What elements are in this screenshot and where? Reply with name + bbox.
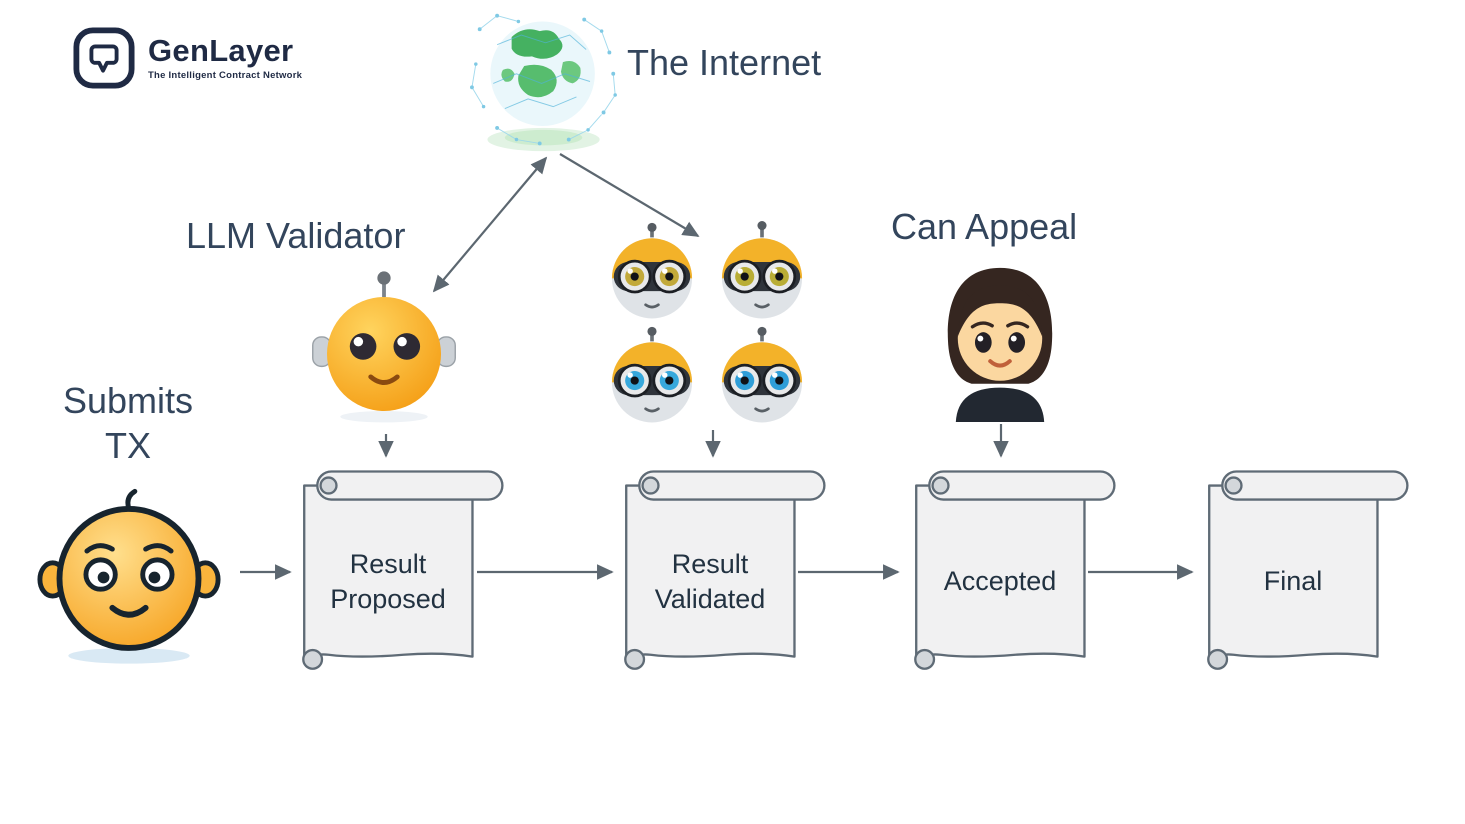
submitter-user-icon bbox=[36, 486, 222, 668]
stage-label-line1: Accepted bbox=[943, 566, 1057, 597]
stage-label: Accepted bbox=[905, 502, 1095, 662]
stage-label-line1: Final bbox=[1263, 566, 1323, 597]
stage-label-line1: Result bbox=[349, 548, 427, 579]
validator-bot-icon-4 bbox=[721, 326, 803, 423]
genlayer-logo-tagline: The Intelligent Contract Network bbox=[148, 70, 303, 81]
validator-bots-group bbox=[597, 220, 822, 432]
stage-final: Final bbox=[1198, 462, 1413, 682]
label-submits-tx-line2: TX bbox=[104, 425, 151, 466]
label-the-internet: The Internet bbox=[627, 42, 822, 83]
stage-label-line2: Validated bbox=[654, 584, 766, 614]
stage-label: Result Proposed bbox=[293, 502, 483, 662]
llm-validator-robot-icon bbox=[308, 264, 460, 426]
validator-bot-icon-3 bbox=[611, 326, 693, 423]
label-submits-tx: Submits TX bbox=[18, 378, 238, 468]
genlayer-logo: GenLayer The Intelligent Contract Networ… bbox=[73, 27, 302, 89]
appeal-user-icon bbox=[926, 260, 1074, 422]
genlayer-logo-textblock: GenLayer The Intelligent Contract Networ… bbox=[148, 35, 302, 81]
stage-label-line2: Proposed bbox=[330, 584, 446, 614]
stage-label: Result Validated bbox=[615, 502, 805, 662]
internet-globe-icon bbox=[468, 6, 623, 156]
stage-result-proposed: Result Proposed bbox=[293, 462, 508, 682]
stage-label-line1: Result bbox=[671, 548, 749, 579]
validator-bot-icon-2 bbox=[721, 221, 803, 319]
label-llm-validator: LLM Validator bbox=[186, 215, 406, 256]
label-submits-tx-line1: Submits bbox=[62, 380, 194, 421]
stage-label: Final bbox=[1198, 502, 1388, 662]
validator-bot-icon-1 bbox=[611, 222, 693, 319]
genlayer-logo-icon bbox=[73, 27, 135, 89]
genlayer-logo-name: GenLayer bbox=[148, 33, 294, 68]
label-can-appeal: Can Appeal bbox=[891, 206, 1078, 247]
stage-accepted: Accepted bbox=[905, 462, 1120, 682]
stage-result-validated: Result Validated bbox=[615, 462, 830, 682]
